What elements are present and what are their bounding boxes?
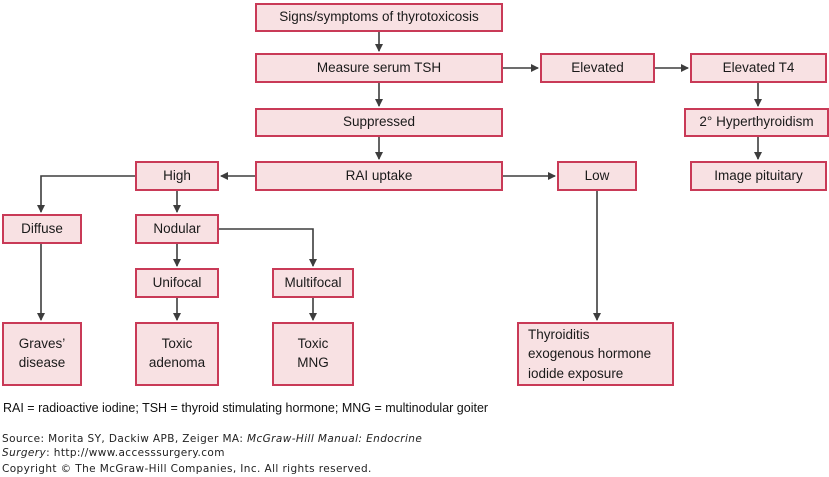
- source-prefix: Source: Morita SY, Dackiw APB, Zeiger MA…: [2, 433, 247, 445]
- source-title-part1: McGraw-Hill Manual: Endocrine: [247, 433, 423, 445]
- node-diffuse: Diffuse: [2, 214, 82, 244]
- copyright-notice: Copyright © The McGraw-Hill Companies, I…: [2, 463, 372, 475]
- node-secondary-hyperthyroidism: 2° Hyperthyroidism: [684, 108, 829, 137]
- node-measure-serum-tsh: Measure serum TSH: [255, 53, 503, 83]
- node-elevated-t4: Elevated T4: [690, 53, 827, 83]
- arrow-nodular-to-multifocal: [219, 228, 317, 267]
- node-rai-uptake: RAI uptake: [255, 161, 503, 191]
- node-multifocal: Multifocal: [272, 268, 354, 298]
- node-thyroiditis: Thyroiditis exogenous hormone iodide exp…: [517, 322, 674, 386]
- node-toxic-mng: Toxic MNG: [272, 322, 354, 386]
- node-low: Low: [557, 161, 637, 191]
- node-elevated: Elevated: [540, 53, 655, 83]
- abbreviations-footnote: RAI = radioactive iodine; TSH = thyroid …: [3, 401, 489, 415]
- node-high: High: [135, 161, 219, 191]
- arrow-high-to-diffuse: [37, 175, 135, 213]
- source-attribution: Source: Morita SY, Dackiw APB, Zeiger MA…: [2, 433, 422, 460]
- node-image-pituitary: Image pituitary: [690, 161, 827, 191]
- source-url: : http://www.accesssurgery.com: [46, 446, 225, 459]
- node-toxic-adenoma: Toxic adenoma: [135, 322, 219, 386]
- source-title-part2: Surgery: [2, 446, 47, 459]
- node-nodular: Nodular: [135, 214, 219, 244]
- node-signs-symptoms: Signs/symptoms of thyrotoxicosis: [255, 3, 503, 32]
- node-suppressed: Suppressed: [255, 108, 503, 137]
- node-unifocal: Unifocal: [135, 268, 219, 298]
- node-graves-disease: Graves’ disease: [2, 322, 82, 386]
